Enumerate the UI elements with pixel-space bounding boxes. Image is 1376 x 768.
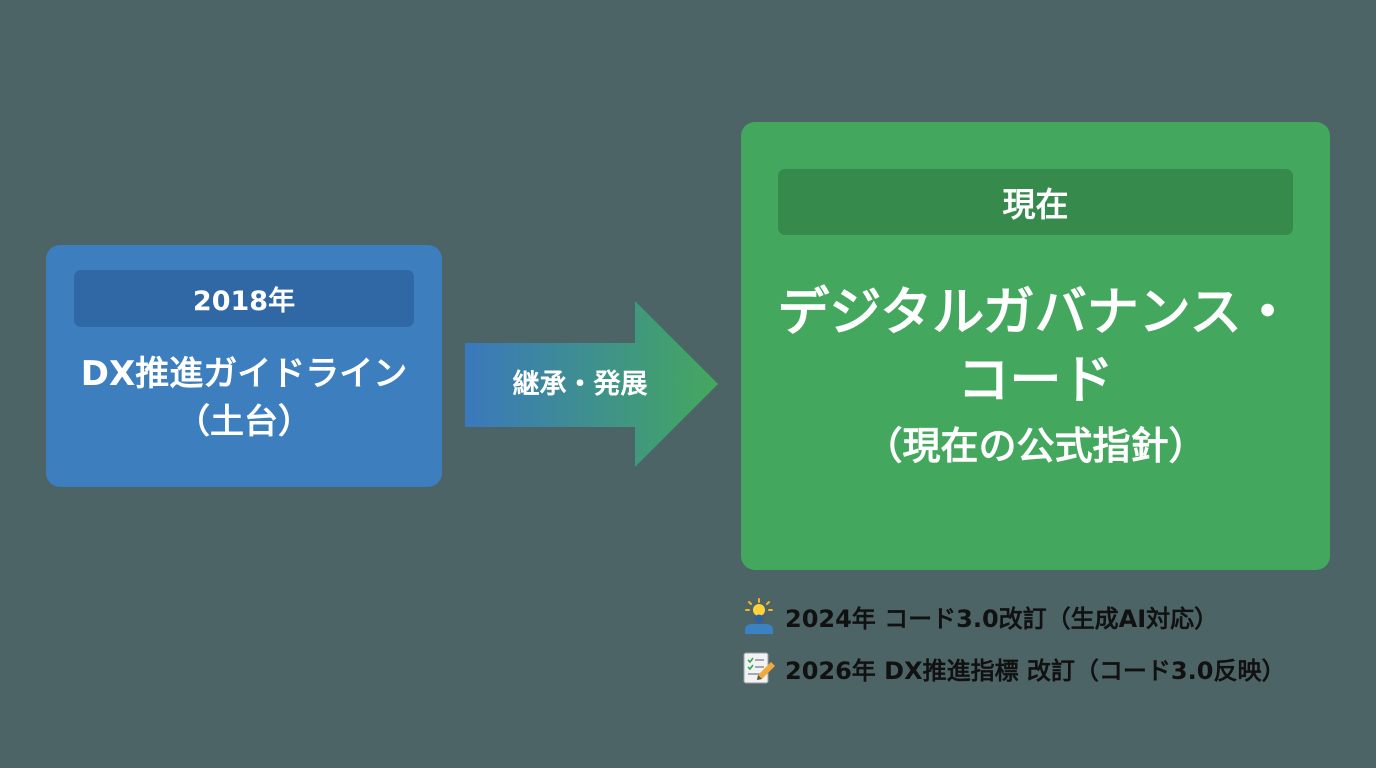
arrow-label: 継承・発展	[512, 369, 648, 400]
governance-code-box: 現在 デジタルガバナンス・ コード （現在の公式指針）	[741, 122, 1330, 570]
code-subtitle: （現在の公式指針）	[864, 424, 1207, 468]
year-label: 2018年	[74, 270, 414, 327]
dx-guideline-box: 2018年 DX推進ガイドライン （土台）	[46, 245, 442, 487]
code-title-line2: コード	[957, 351, 1114, 411]
note-2026-revision: 2026年 DX推進指標 改訂（コード3.0反映）	[741, 650, 1285, 686]
checklist-pencil-icon	[741, 650, 777, 686]
note-text: 2024年 コード3.0改訂（生成AI対応）	[785, 604, 1219, 633]
note-text: 2026年 DX推進指標 改訂（コード3.0反映）	[785, 656, 1286, 685]
code-title-line1: デジタルガバナンス・	[777, 283, 1294, 343]
person-lightbulb-icon	[741, 598, 777, 634]
current-label: 現在	[778, 169, 1293, 235]
succession-arrow	[465, 301, 718, 467]
guideline-subtitle: （土台）	[176, 402, 312, 442]
guideline-title: DX推進ガイドライン	[80, 354, 408, 394]
note-2024-revision: 2024年 コード3.0改訂（生成AI対応）	[741, 598, 1218, 634]
